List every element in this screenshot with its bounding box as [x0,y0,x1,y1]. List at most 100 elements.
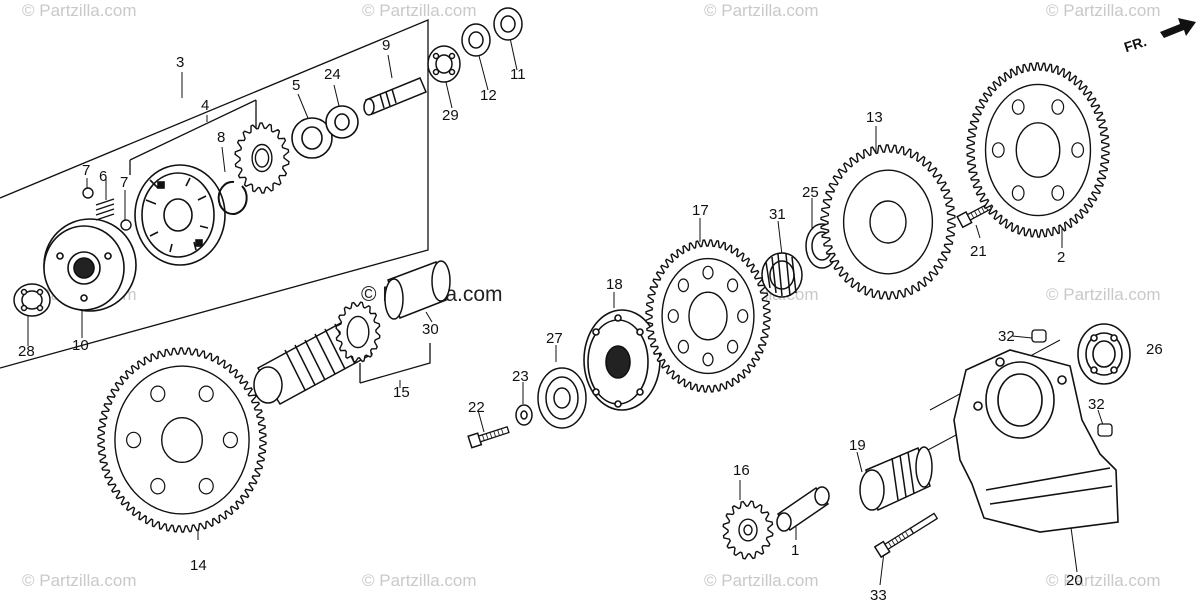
callout-8: 8 [217,129,226,146]
gear-hole [1011,185,1025,201]
callout-10: 10 [72,337,89,354]
callout-32a: 32 [998,328,1015,345]
callout-23: 23 [512,368,529,385]
callout-13: 13 [866,109,883,126]
gear-hole [677,278,690,293]
callout-28: 28 [18,343,35,360]
callout-14: 14 [190,557,207,574]
washer-12 [461,23,491,57]
pin-1 [776,486,830,532]
callout-11: 11 [510,66,526,83]
bolt-22 [467,423,511,449]
gear-hole [737,309,749,323]
housing-4 [134,164,226,266]
gear-16 [722,500,774,560]
watermark: © Partzilla.com [704,571,819,590]
case-20 [953,349,1119,533]
gear-hole [198,385,214,403]
gear-hole [126,431,142,449]
gear-bore [869,200,907,244]
callout-15: 15 [393,384,410,401]
callout-7a: 7 [82,162,91,179]
watermark: © Partzilla.com [362,571,477,590]
watermark: © Partzilla.com [1046,1,1161,20]
gear-hole [150,477,166,495]
gear-hub [346,315,370,349]
washer-24 [325,105,359,139]
sleeve-30 [384,260,451,320]
callout-22: 22 [468,399,485,416]
gear-17 [645,239,771,393]
gear-4 [234,122,290,194]
washer-11 [493,7,523,41]
callout-21: 21 [970,243,987,260]
callout-16: 16 [733,462,750,479]
gear-bore [743,524,753,536]
gear-hole [702,352,714,367]
gear-13 [820,144,956,300]
callout-6: 6 [99,168,108,185]
bearing-26 [1077,323,1131,385]
watermark: © Partzilla.com [22,1,137,20]
gear-hole [1051,185,1065,201]
callout-30: 30 [422,321,439,338]
watermark: © Partzilla.com [1046,285,1161,304]
pinion-19 [859,446,933,512]
washer-5 [291,117,333,159]
callout-19: 19 [849,437,866,454]
gear-bore [161,416,203,464]
callout-7b: 7 [120,174,129,191]
gear-hole [222,431,238,449]
washer-23 [515,404,533,426]
gear-hole [702,265,714,280]
gear-2 [966,62,1110,238]
spring-6 [82,187,132,231]
callout-3: 3 [176,54,185,71]
gear-bore [254,148,270,168]
callout-26: 26 [1146,341,1163,358]
gear-hole [667,309,679,323]
callout-18: 18 [606,276,623,293]
callout-4: 4 [201,97,210,114]
clutch-outer-10 [43,218,137,312]
callout-31: 31 [769,206,786,223]
callout-27: 27 [546,330,563,347]
bearing-29 [427,45,461,83]
snap-ring-8 [217,180,248,215]
gear-hole [150,385,166,403]
hub-18 [583,309,661,411]
dowel-pin-32 [1031,329,1113,437]
gear-hole [726,339,739,354]
gear-bore [1015,122,1061,178]
gear-bore [688,291,728,341]
leader-lines [27,37,1130,586]
bearing-28 [13,283,51,317]
callout-12: 12 [480,87,497,104]
callout-17: 17 [692,202,709,219]
watermark: © Partzilla.com [22,571,137,590]
gear-hole [1071,142,1085,158]
callout-29: 29 [442,107,459,124]
needle-bearing-31 [761,252,803,298]
shaft-9 [363,77,427,116]
front-direction-arrow-icon [1160,18,1196,38]
gear-hole [991,142,1005,158]
gear-hole [1011,99,1025,115]
callout-2: 2 [1057,249,1066,266]
callout-33: 33 [870,587,887,604]
callout-25: 25 [802,184,819,201]
gear-14 [97,347,267,533]
callout-5: 5 [292,77,301,94]
assembly-bracket-3 [0,19,431,384]
callout-1: 1 [791,542,800,559]
callout-24: 24 [324,66,341,83]
callout-9: 9 [382,37,391,54]
watermark: © Partzilla.com [704,1,819,20]
bolt-33 [874,512,939,558]
gear-hole [677,339,690,354]
gear-hole [726,278,739,293]
callout-32b: 32 [1088,396,1105,413]
watermark: © Partzilla.com [362,1,477,20]
